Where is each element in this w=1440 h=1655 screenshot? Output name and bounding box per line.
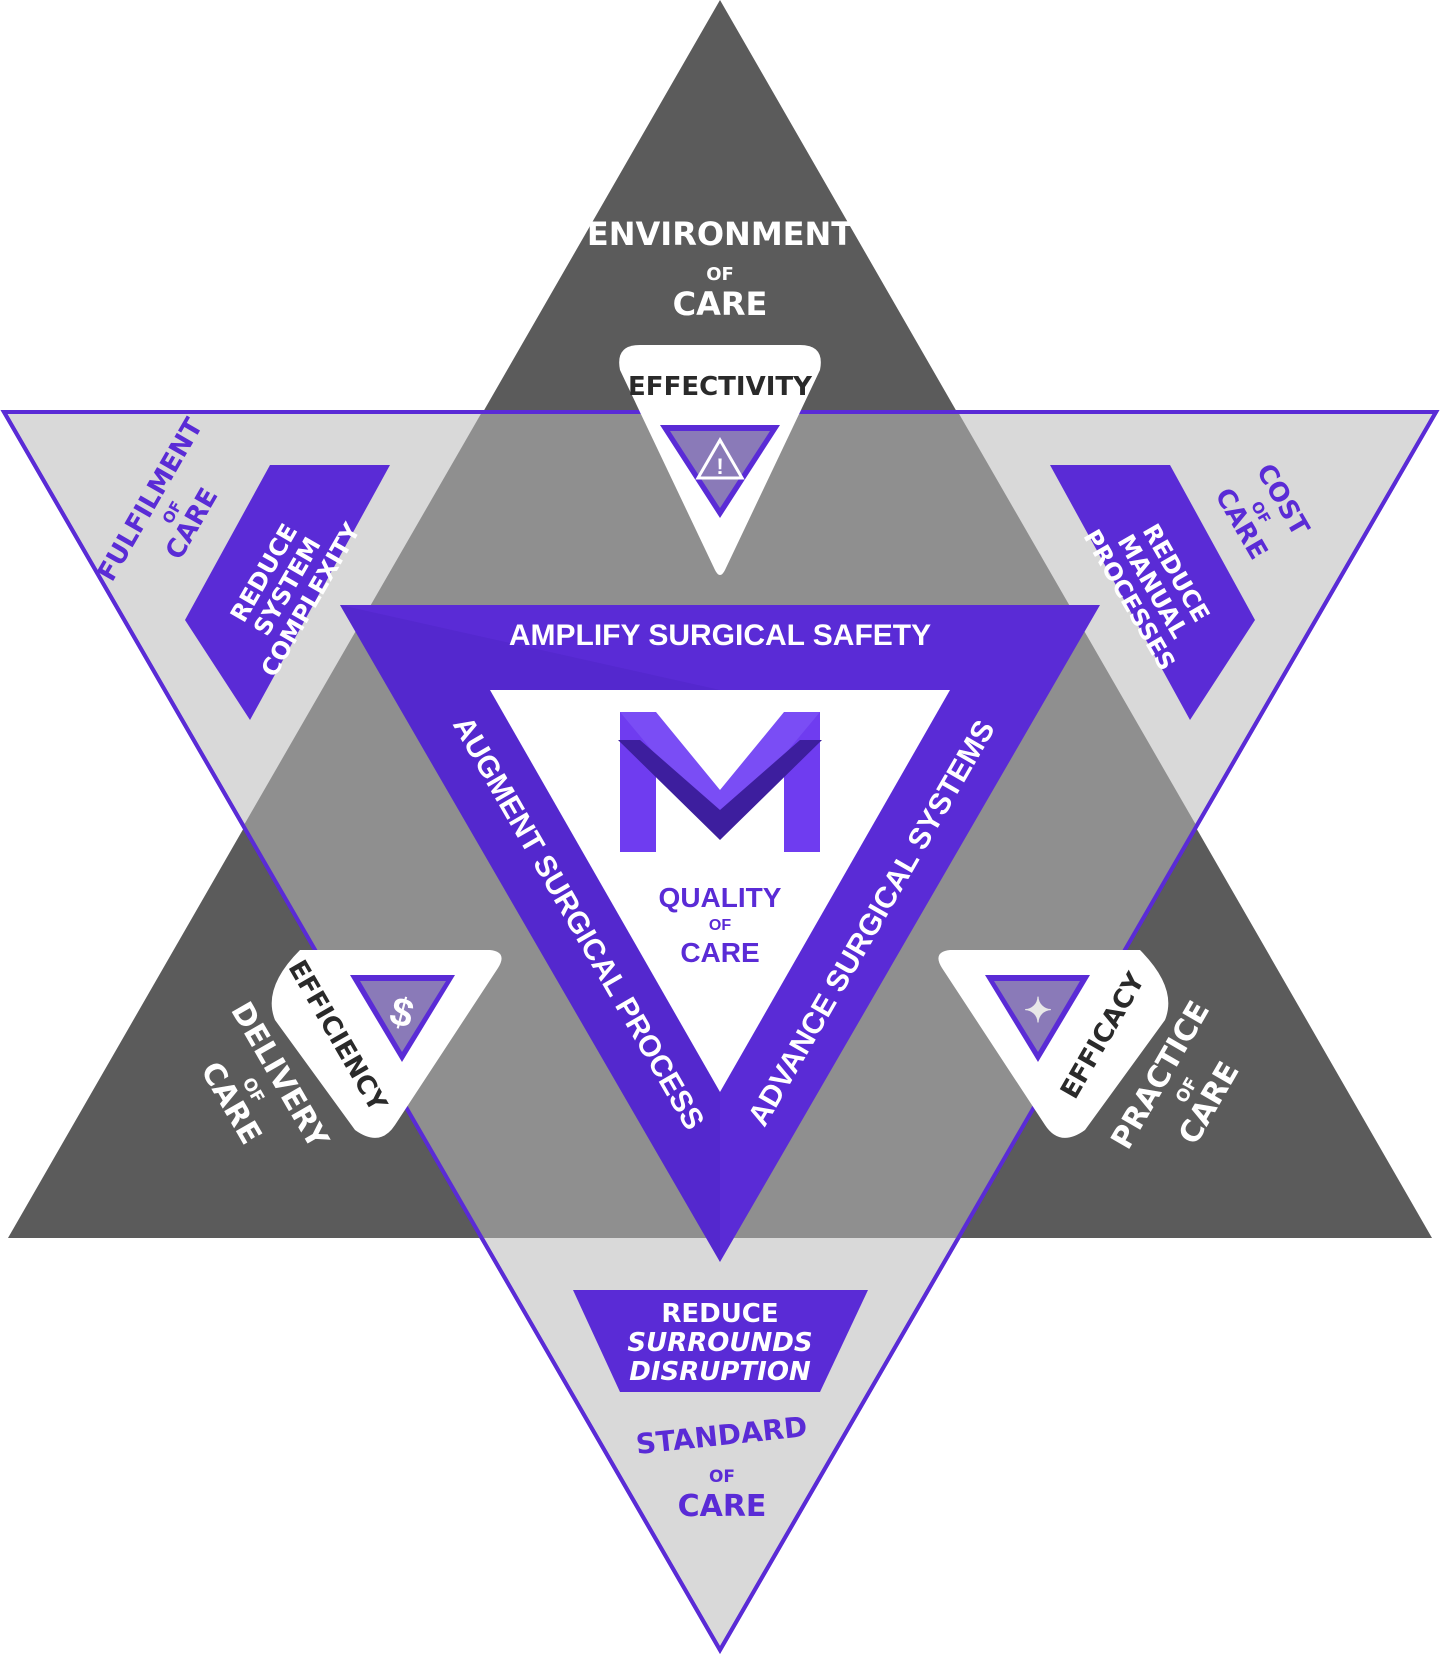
svg-text:OF: OF [709,1467,735,1487]
inner-white-triangle [490,690,950,1092]
svg-text:SURROUNDS: SURROUNDS [627,1328,812,1358]
inner-top-label: AMPLIFY SURGICAL SAFETY [509,619,931,652]
svg-text:OF: OF [706,264,734,285]
badge-effectivity: EFFECTIVITY ! [619,345,821,575]
svg-text:EFFECTIVITY: EFFECTIVITY [628,372,813,402]
svg-text:DISRUPTION: DISRUPTION [629,1357,811,1387]
svg-text:ENVIRONMENT: ENVIRONMENT [587,215,853,253]
caduceus-icon: ✦ [1024,992,1053,1030]
svg-text:CARE: CARE [673,285,768,323]
svg-text:REDUCE: REDUCE [661,1299,778,1329]
environment-of-care-label: ENVIRONMENT OF CARE [587,215,853,323]
svg-text:CARE: CARE [678,1489,767,1524]
center-label-of: OF [709,917,731,934]
center-label-care: CARE [680,937,759,968]
svg-text:!: ! [716,454,723,479]
warning-icon: ! [695,437,745,480]
logo-mark [618,712,822,852]
center-label-quality: QUALITY [659,882,782,913]
banner-reduce-surrounds-disruption: REDUCE SURROUNDS DISRUPTION [573,1290,868,1392]
banner-reduce-manual-processes: REDUCE MANUAL PROCESSES [1050,465,1255,720]
